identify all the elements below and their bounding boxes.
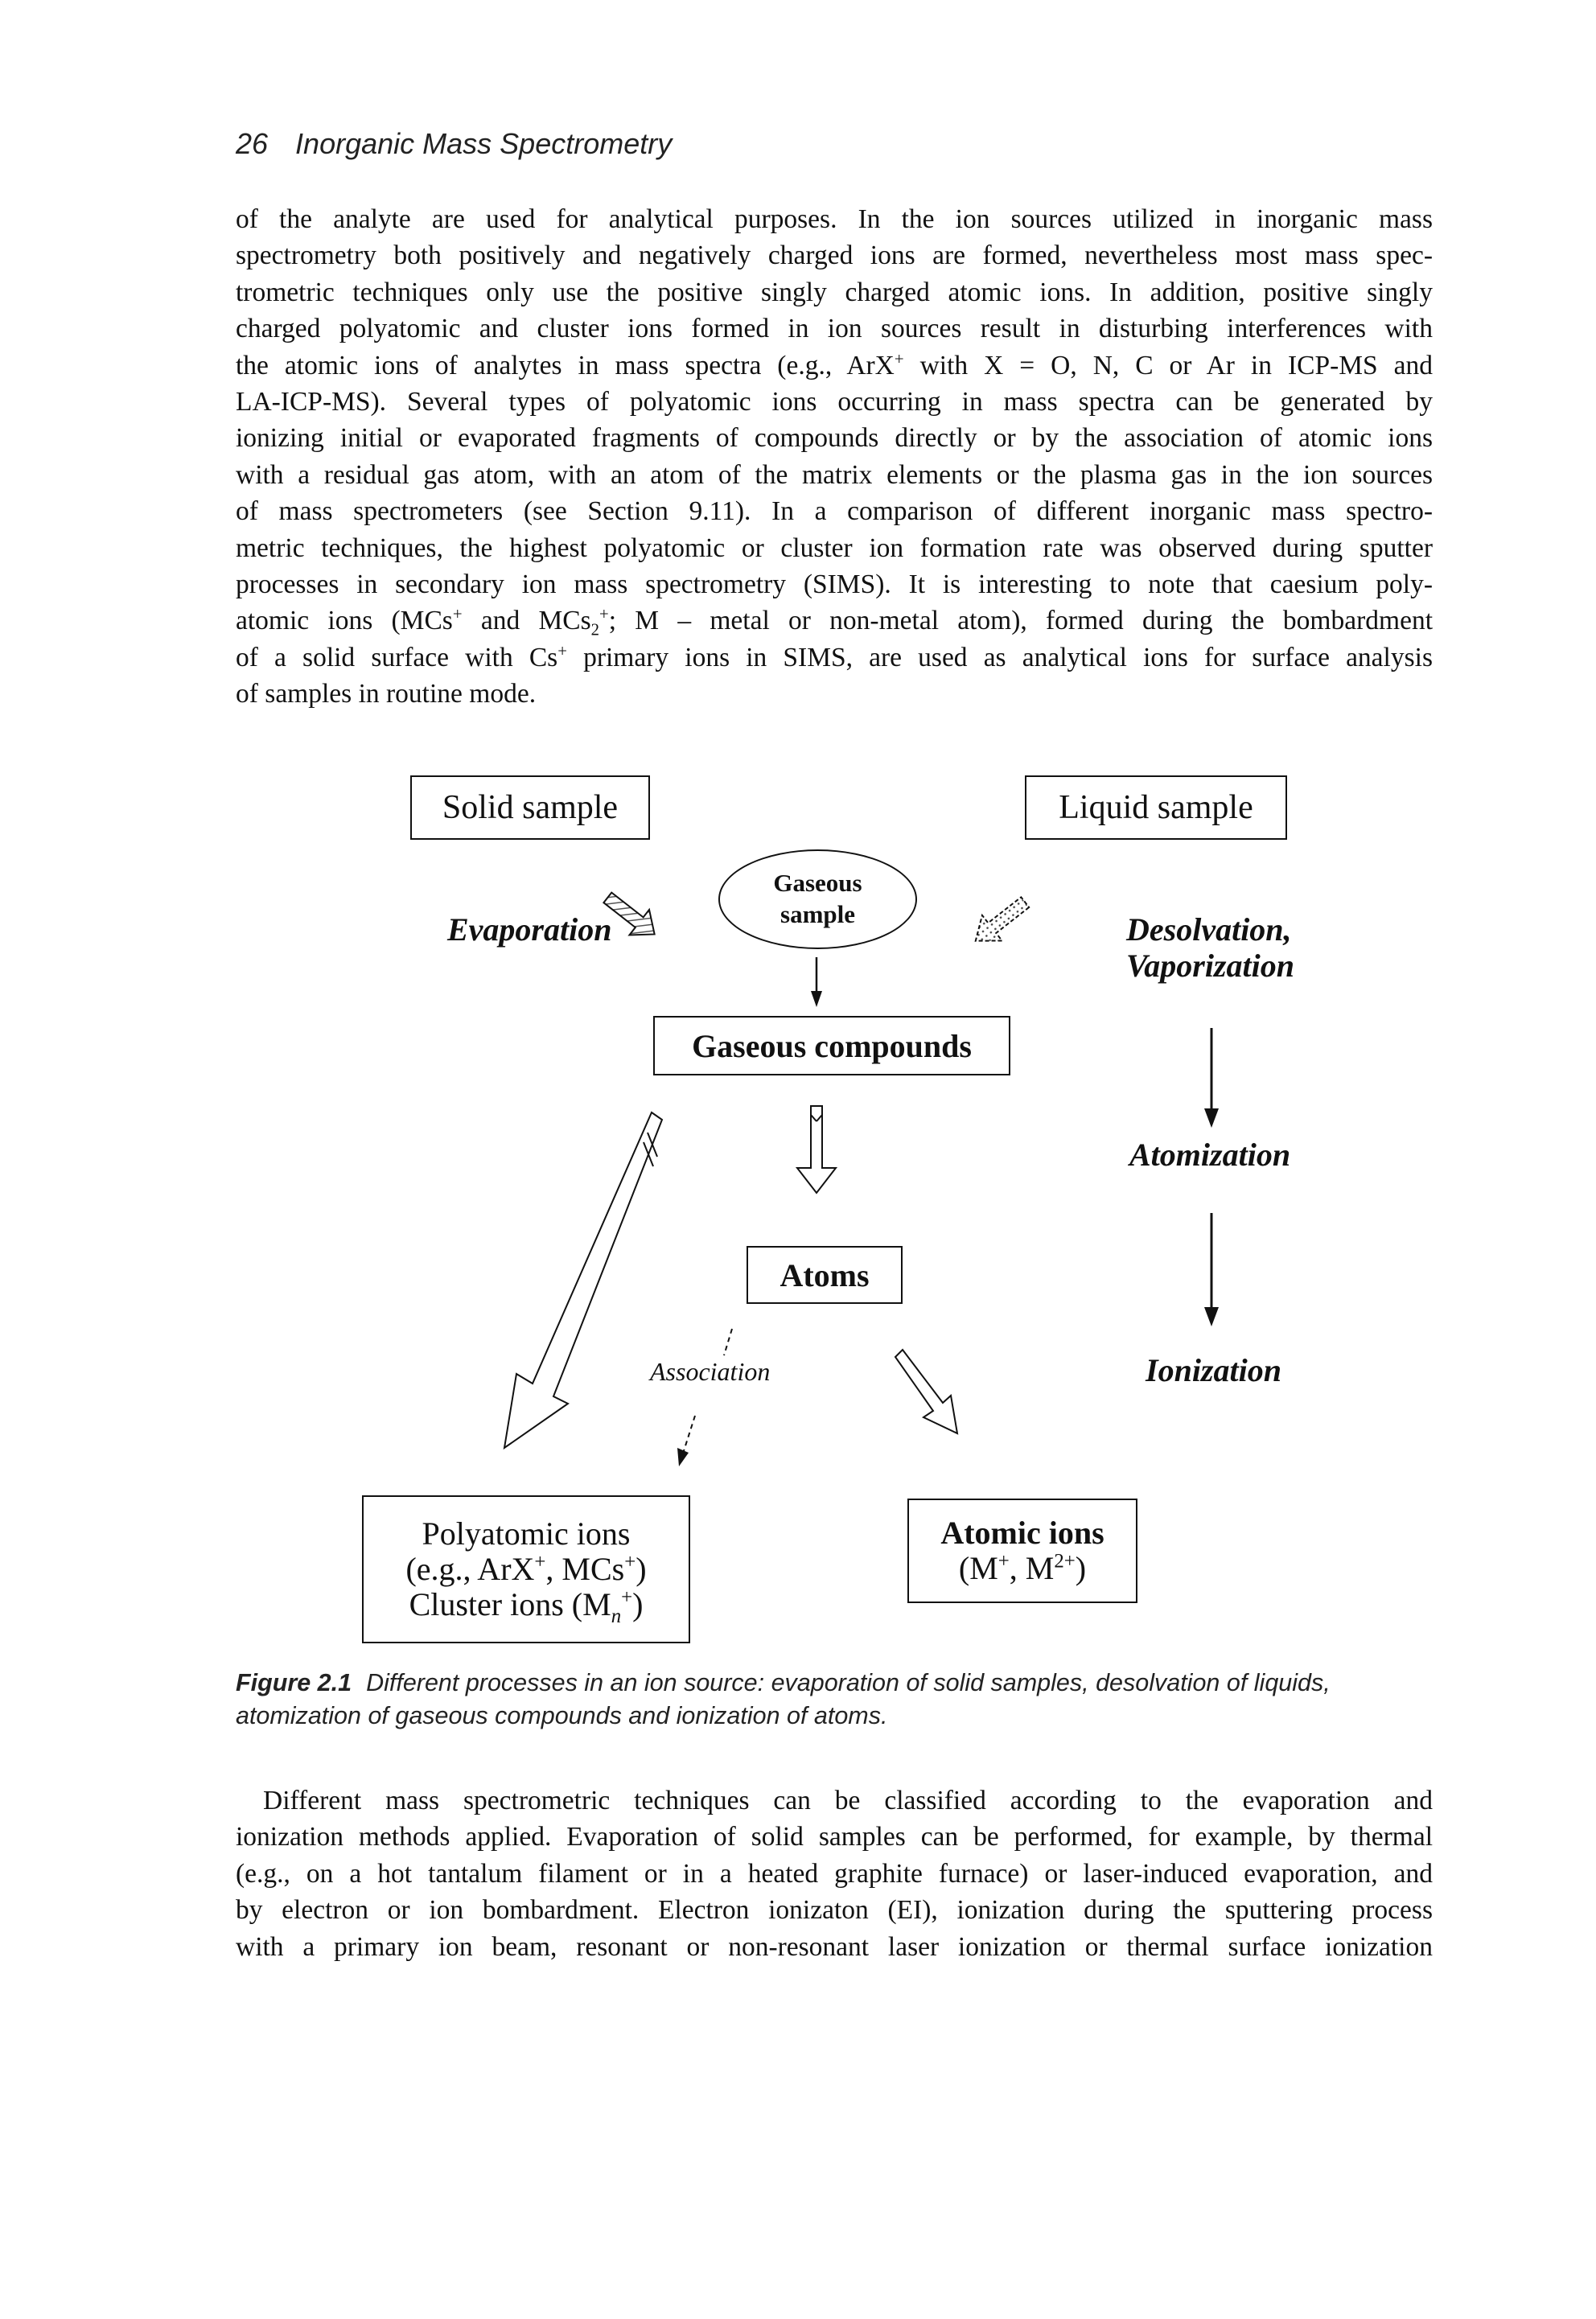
body-paragraph-2: Different mass spectrometric techniques … [236,1782,1433,1965]
atomization-label: Atomization [1129,1137,1291,1173]
text-fragment: Cluster ions (M [409,1586,611,1622]
text-fragment: with X = O, N, C or Ar in ICP-MS and [903,350,1433,380]
polyatomic-ions-examples: (e.g., ArX+, MCs+) [405,1552,646,1587]
text-fragment: primary ions in SIMS, are used as analyt… [566,642,1433,672]
gaseous-compounds-label: Gaseous compounds [692,1027,972,1064]
subscript: n [611,1606,622,1627]
figure-number: Figure 2.1 [236,1669,352,1696]
gaseous-sample-ellipse: Gaseous sample [718,849,917,949]
superscript: + [557,641,567,660]
liquid-sample-label: Liquid sample [1059,789,1253,826]
text-fragment: , MCs [545,1551,625,1587]
text-fragment: ; M – metal or non-metal atom), formed d… [608,606,1433,636]
atomic-ions-title: Atomic ions [940,1515,1104,1551]
book-title: Inorganic Mass Spectrometry [295,127,673,160]
text-fragment: ) [636,1551,647,1587]
superscript: + [621,1586,633,1609]
to-ionization-arrow [1204,1213,1219,1326]
gaseous-sample-line2: sample [780,900,855,928]
superscript: + [998,1550,1010,1573]
figure-caption: Figure 2.1 Different processes in an ion … [236,1667,1442,1733]
liquid-sample-box: Liquid sample [1025,775,1287,840]
text-fragment: ) [632,1586,644,1622]
text-line: atomic ions (MCs+ and MCs2+; M – metal o… [236,602,1433,639]
subscript: 2 [590,621,600,640]
text-line: metric techniques, the highest polyatomi… [236,532,1433,563]
text-fragment: (M [958,1550,998,1586]
running-head: 26 Inorganic Mass Spectrometry [236,127,672,161]
to-atomization-arrow [1204,1028,1219,1128]
cluster-ions-line: Cluster ions (Mn+) [405,1586,646,1626]
text-line: Different mass spectrometric techniques … [263,1786,1433,1815]
gaseous-compounds-box: Gaseous compounds [653,1016,1010,1075]
evaporation-arrow [602,891,656,936]
gaseous-sample-arrow [811,957,822,1007]
desolvation-line1: Desolvation, [1126,911,1292,948]
text-fragment: of a solid surface with Cs [236,642,558,672]
atomic-ions-box: Atomic ions (M+, M2+) [907,1499,1137,1603]
superscript: + [624,1551,636,1573]
gaseous-sample-line1: Gaseous [773,869,862,898]
page-number: 26 [236,127,269,160]
solid-sample-label: Solid sample [442,789,619,826]
superscript: + [534,1551,546,1573]
desolvation-line2: Vaporization [1126,947,1294,984]
text-line: of a solid surface with Cs+ primary ions… [236,639,1433,676]
evaporation-label: Evaporation [447,911,612,948]
text-line: with a residual gas atom, with an atom o… [236,459,1433,490]
text-fragment: (e.g., ArX [405,1551,535,1587]
hollow-down-arrow [795,1105,838,1194]
long-diagonal-arrow [503,1111,664,1450]
text-line: of mass spectrometers (see Section 9.11)… [236,496,1433,527]
text-fragment: ) [1075,1550,1087,1586]
text-line: by electron or ion bombardment. Electron… [236,1895,1433,1926]
text-line: of the analyte are used for analytical p… [236,204,1433,234]
polyatomic-ions-title: Polyatomic ions [422,1515,631,1552]
association-label: Association [650,1357,771,1386]
text-fragment: atomic ions (MCs [236,606,453,636]
text-line: (e.g., on a hot tantalum filament or in … [236,1858,1433,1889]
atoms-to-atomic-ions-arrow [894,1348,959,1435]
text-line: trometric techniques only use the positi… [236,277,1433,307]
text-line: of samples in routine mode. [236,679,537,709]
text-line: ionization methods applied. Evaporation … [236,1822,1433,1852]
ionization-label: Ionization [1146,1352,1281,1388]
text-line: spectrometry both positively and negativ… [236,241,1433,271]
solid-sample-box: Solid sample [410,775,650,840]
polyatomic-ions-box: Polyatomic ions (e.g., ArX+, MCs+) Clust… [362,1495,690,1643]
text-line: charged polyatomic and cluster ions form… [236,314,1433,344]
text-line: LA-ICP-MS). Several types of polyatomic … [236,387,1433,417]
text-line: with a primary ion beam, resonant or non… [236,1931,1433,1962]
atoms-label: Atoms [779,1256,870,1293]
desolvation-arrow [974,895,1030,942]
text-fragment: and MCs [462,606,591,636]
desolvation-label: Desolvation, Vaporization [1126,911,1294,985]
superscript: 2+ [1054,1550,1076,1573]
atoms-box: Atoms [747,1246,903,1304]
text-line: ionizing initial or evaporated fragments… [236,423,1433,454]
caption-line: Different processes in an ion source: ev… [366,1669,1331,1696]
text-fragment: , M [1009,1550,1055,1586]
text-line: the atomic ions of analytes in mass spec… [236,347,1433,384]
text-line: processes in secondary ion mass spectrom… [236,569,1433,600]
superscript: + [894,349,904,368]
caption-line: atomization of gaseous compounds and ion… [236,1702,888,1729]
superscript: + [599,605,609,624]
atomic-ions-examples: (M+, M2+) [940,1551,1104,1586]
text-fragment: the atomic ions of analytes in mass spec… [236,350,895,380]
association-arrow [677,1328,733,1466]
body-paragraph-1: of the analyte are used for analytical p… [236,201,1433,713]
superscript: + [452,605,463,624]
